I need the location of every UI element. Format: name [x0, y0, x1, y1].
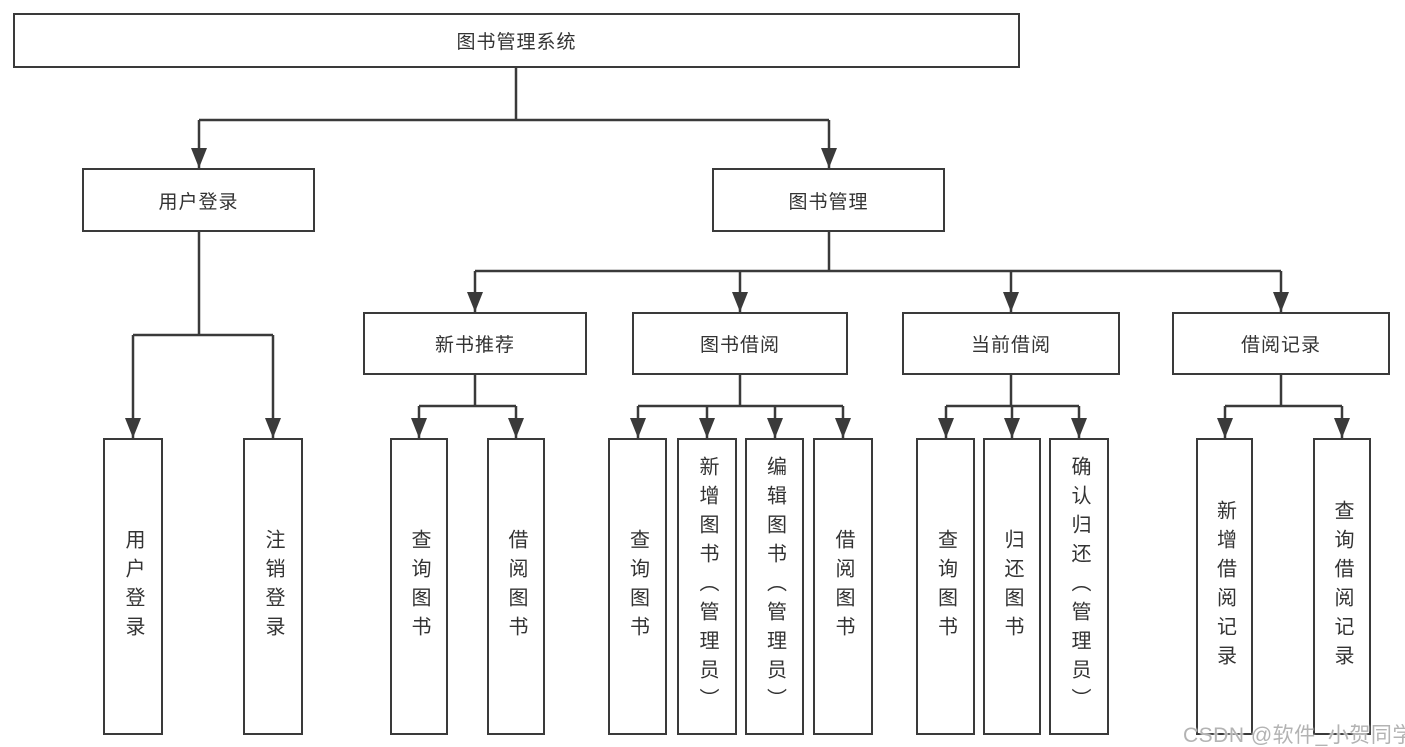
node-book-management: 图书管理	[712, 168, 945, 232]
leaf-label: 确认归还（管理员）	[1068, 456, 1090, 717]
node-label: 图书管理	[788, 191, 869, 213]
node-library-management-system: 图书管理系统	[13, 13, 1020, 68]
node-new-book-recommend: 新书推荐	[363, 312, 587, 375]
leaf-add-borrow-record: 新增借阅记录	[1196, 438, 1253, 735]
node-label: 新书推荐	[434, 335, 515, 356]
arrow-heads	[125, 148, 1350, 438]
leaf-label: 注销登录	[262, 528, 284, 645]
leaf-borrow-books-recommend: 借阅图书	[487, 438, 545, 735]
node-label: 当前借阅	[970, 335, 1051, 356]
node-label: 用户登录	[158, 191, 239, 213]
leaf-label: 编辑图书（管理员）	[763, 456, 786, 717]
leaf-label: 新增图书（管理员）	[696, 456, 718, 717]
node-user-login: 用户登录	[82, 168, 315, 232]
leaf-query-books-current: 查询图书	[916, 438, 975, 735]
leaf-label: 借阅图书	[832, 528, 854, 645]
node-label: 图书借阅	[699, 335, 780, 356]
leaf-label: 查询图书	[934, 528, 957, 645]
leaf-label: 查询图书	[408, 528, 430, 645]
node-current-borrowing: 当前借阅	[902, 312, 1120, 375]
node-borrowing-records: 借阅记录	[1172, 312, 1390, 375]
leaf-add-books-admin: 新增图书（管理员）	[677, 438, 737, 735]
leaf-label: 借阅图书	[505, 528, 527, 645]
leaf-label: 用户登录	[122, 528, 144, 645]
leaf-label: 新增借阅记录	[1213, 499, 1236, 674]
root-label: 图书管理系统	[456, 32, 577, 53]
leaf-query-books-recommend: 查询图书	[390, 438, 448, 735]
node-book-borrowing: 图书借阅	[632, 312, 848, 375]
node-label: 借阅记录	[1240, 335, 1321, 356]
leaf-user-login: 用户登录	[103, 438, 163, 735]
leaf-edit-books-admin: 编辑图书（管理员）	[745, 438, 804, 735]
leaf-label: 归还图书	[1001, 528, 1023, 645]
leaf-borrow-books-borrowing: 借阅图书	[813, 438, 873, 735]
leaf-query-books-borrowing: 查询图书	[608, 438, 667, 735]
leaf-label: 查询图书	[626, 528, 649, 645]
leaf-query-borrow-record: 查询借阅记录	[1313, 438, 1371, 735]
watermark-csdn: CSDN @软件_小贺同学	[1183, 724, 1405, 747]
leaf-logout: 注销登录	[243, 438, 303, 735]
leaf-return-books: 归还图书	[983, 438, 1041, 735]
leaf-label: 查询借阅记录	[1331, 499, 1353, 674]
tree-edges	[131, 68, 1344, 438]
leaf-confirm-return-admin: 确认归还（管理员）	[1049, 438, 1109, 735]
